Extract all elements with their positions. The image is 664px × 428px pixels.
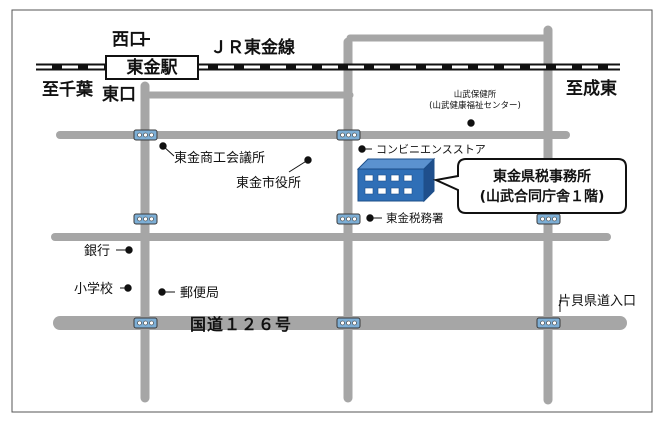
traffic-signal-icon	[336, 129, 361, 141]
target-callout: 東金県税事務所 (山武合同庁舎１階)	[432, 158, 627, 214]
chamber-of-commerce-label: 東金商工会議所	[174, 150, 265, 166]
post-office-label: 郵便局	[180, 286, 219, 301]
traffic-signal-icon	[536, 213, 561, 225]
city-hall-label: 東金市役所	[236, 175, 301, 191]
traffic-signal-icon	[133, 129, 158, 141]
traffic-signal-icon	[133, 213, 158, 225]
direction-right: 至成東	[566, 78, 617, 99]
route-126-label: 国道１２６号	[190, 315, 292, 334]
station-label: 東金駅	[127, 57, 179, 78]
station: 東金駅	[105, 55, 199, 80]
traffic-signal-icon	[336, 317, 361, 329]
traffic-signal-icon	[133, 317, 158, 329]
east-exit-label: 東口	[102, 84, 136, 105]
elementary-school-label: 小学校	[74, 281, 113, 297]
place-markers	[116, 119, 561, 312]
traffic-signals	[133, 129, 561, 329]
health-center-label: 山武保健所	[454, 89, 497, 100]
place-dot-icon	[467, 119, 475, 127]
traffic-signal-icon	[336, 213, 361, 225]
traffic-signal-icon	[536, 317, 561, 329]
tax-office-building	[356, 157, 436, 203]
tax-office-label: 東金税務署	[386, 211, 444, 225]
target-name: 東金県税事務所	[493, 168, 591, 185]
convenience-store-label: コンビニエンスストア	[376, 143, 486, 156]
target-subname: (山武合同庁舎１階)	[480, 188, 605, 205]
health-center-sublabel: (山武健康福祉センター)	[429, 100, 521, 111]
railway-name: ＪＲ東金線	[210, 37, 295, 58]
west-exit-label: 西口	[112, 30, 146, 50]
prefectural-road-label: 片貝県道入口	[558, 294, 636, 309]
building-icon	[356, 158, 436, 170]
bank-label: 銀行	[84, 244, 110, 259]
direction-left: 至千葉	[42, 79, 94, 100]
